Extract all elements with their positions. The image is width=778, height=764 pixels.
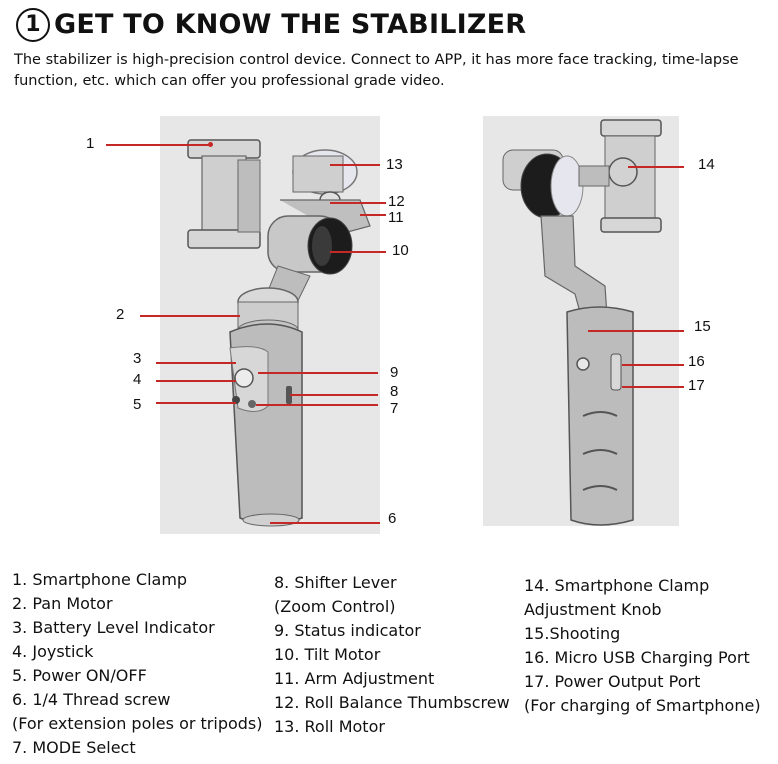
callout-line-14 (628, 166, 684, 168)
callout-line-17 (622, 386, 684, 388)
back-view-illustration (502, 119, 662, 526)
front-view-figure (160, 116, 380, 534)
legend-column-3: 14. Smartphone Clamp Adjustment Knob 15.… (524, 574, 761, 718)
legend-item: 15.Shooting (524, 624, 621, 643)
callout-line-12 (330, 202, 386, 204)
callout-dot-1 (208, 142, 213, 147)
callout-line-9 (258, 372, 378, 374)
callout-8: 8 (390, 383, 399, 400)
legend-item: 12. Roll Balance Thumbscrew (274, 693, 510, 712)
legend-item: 7. MODE Select (12, 738, 136, 757)
front-view-illustration (187, 139, 371, 527)
callout-11: 11 (388, 209, 404, 226)
callout-4: 4 (133, 371, 142, 388)
callout-16: 16 (688, 353, 705, 370)
section-number-badge: 1 (16, 8, 50, 42)
callout-line-2 (140, 315, 240, 317)
legend-column-1: 1. Smartphone Clamp 2. Pan Motor 3. Batt… (12, 568, 263, 760)
legend-item: 1. Smartphone Clamp (12, 570, 188, 589)
callout-5: 5 (133, 396, 142, 413)
legend-item: 13. Roll Motor (274, 717, 385, 736)
intro-paragraph: The stabilizer is high-precision control… (14, 52, 739, 89)
legend-item: 8. Shifter Lever (274, 573, 397, 592)
callout-7: 7 (390, 400, 399, 417)
legend-item: 11. Arm Adjustment (274, 669, 435, 688)
callout-line-13 (330, 164, 380, 166)
callout-line-16 (622, 364, 684, 366)
callout-line-15 (588, 330, 684, 332)
legend-item: 17. Power Output Port (524, 672, 701, 691)
legend-item: 5. Power ON/OFF (12, 666, 147, 685)
legend-column-2: 8. Shifter Lever (Zoom Control) 9. Statu… (274, 571, 510, 739)
back-view-figure (483, 116, 679, 526)
callout-line-6 (270, 522, 380, 524)
callout-17: 17 (688, 377, 705, 394)
callout-12: 12 (388, 193, 405, 210)
legend-item: 10. Tilt Motor (274, 645, 381, 664)
callout-line-4 (156, 380, 236, 382)
title-text: GET TO KNOW THE STABILIZER (54, 9, 527, 40)
callout-1: 1 (86, 135, 95, 152)
legend-item: 3. Battery Level Indicator (12, 618, 215, 637)
legend-item: (Zoom Control) (274, 597, 396, 616)
legend-item: 6. 1/4 Thread screw (12, 690, 171, 709)
callout-2: 2 (116, 306, 125, 323)
callout-line-7 (256, 404, 378, 406)
callout-15: 15 (694, 318, 711, 335)
legend-item: (For charging of Smartphone) (524, 696, 761, 715)
legend-item: 14. Smartphone Clamp (524, 576, 710, 595)
callout-line-10 (330, 251, 386, 253)
callout-3: 3 (133, 350, 142, 367)
callout-13: 13 (386, 156, 403, 173)
callout-line-11 (360, 214, 386, 216)
legend-item: Adjustment Knob (524, 600, 662, 619)
legend-item: 9. Status indicator (274, 621, 421, 640)
legend-item: (For extension poles or tripods) (12, 714, 263, 733)
legend-item: 4. Joystick (12, 642, 94, 661)
callout-line-5 (156, 402, 236, 404)
callout-10: 10 (392, 242, 409, 259)
legend-item: 16. Micro USB Charging Port (524, 648, 750, 667)
callout-6: 6 (388, 510, 397, 527)
legend-item: 2. Pan Motor (12, 594, 113, 613)
callout-line-8 (290, 394, 378, 396)
callout-line-1 (106, 144, 210, 146)
callout-14: 14 (698, 156, 715, 173)
callout-9: 9 (390, 364, 399, 381)
callout-line-3 (156, 362, 236, 364)
